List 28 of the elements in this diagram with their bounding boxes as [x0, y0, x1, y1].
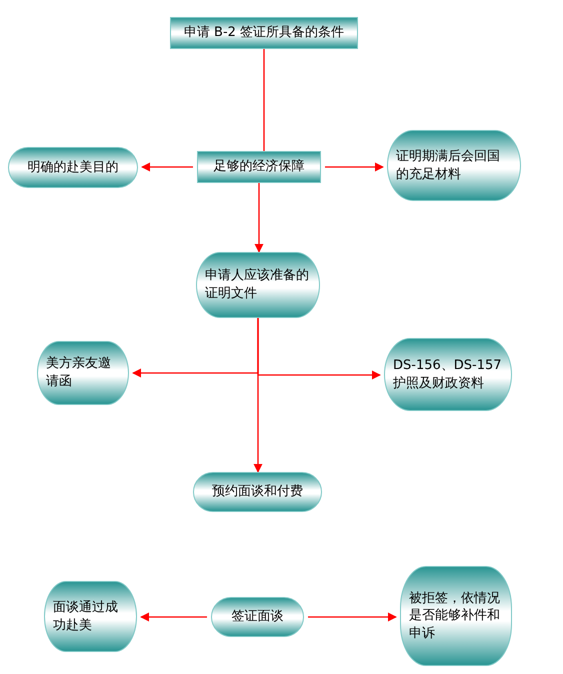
rounded-box	[37, 341, 129, 405]
node-label: 申请 B-2 签证所具备的条件	[182, 24, 346, 42]
arrow	[140, 612, 207, 622]
node-label: 明确的赴美目的	[26, 158, 120, 176]
node-label: 证明期满后会回国的充足材料	[395, 148, 501, 184]
process-box	[197, 151, 321, 183]
rounded-box	[387, 130, 521, 201]
arrow	[141, 162, 193, 172]
arrow	[254, 183, 264, 253]
arrow	[308, 612, 397, 622]
arrow	[253, 318, 263, 473]
node-label: 签证面谈	[230, 608, 284, 626]
rounded-box	[384, 338, 512, 411]
process-box	[170, 17, 358, 49]
node-label: 预约面谈和付费	[211, 483, 304, 501]
rounded-box	[193, 472, 322, 512]
node-label: 足够的经济保障	[212, 158, 306, 176]
rounded-box	[211, 597, 304, 637]
arrow	[325, 162, 384, 172]
node-label: DS-156、DS-157护照及财政资料	[392, 356, 503, 392]
rounded-box	[400, 566, 512, 666]
rounded-box	[8, 147, 138, 188]
node-label: 申请人应该准备的证明文件	[204, 267, 310, 303]
node-label: 美方亲友邀请函	[45, 355, 112, 391]
rounded-box	[196, 252, 320, 318]
node-label: 被拒签，依情况是否能够补件和申诉	[408, 590, 501, 642]
node-label: 面谈通过成功赴美	[52, 598, 119, 634]
rounded-box	[44, 581, 137, 652]
